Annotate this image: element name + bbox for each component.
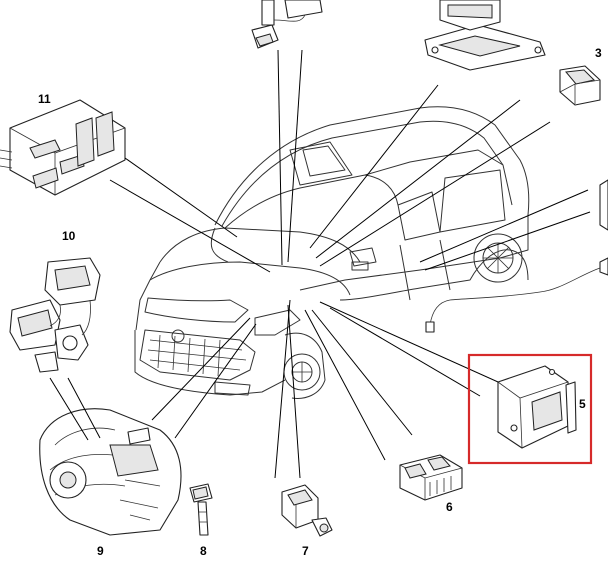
callout-9: 9 [97, 544, 104, 558]
vehicle-outline [134, 106, 530, 399]
part-8-speed-sensor [189, 483, 213, 536]
part-6-relay-block [399, 454, 463, 501]
callout-8: 8 [200, 544, 207, 558]
part-5-ecu [497, 365, 577, 449]
callout-3: 3 [595, 46, 602, 60]
part-7-pressure-switch [281, 484, 333, 537]
callout-11: 11 [38, 92, 51, 106]
leader-lines [49, 49, 591, 479]
part-3-switch [559, 65, 601, 106]
sensor-top-left-part [251, 0, 323, 49]
part-9-gearbox [39, 408, 182, 536]
callout-10: 10 [62, 229, 76, 243]
callout-5: 5 [579, 397, 586, 411]
callout-7: 7 [302, 544, 309, 558]
callout-6: 6 [446, 500, 453, 514]
module-top-center-part [424, 0, 546, 71]
part-10-actuator-assembly [9, 257, 101, 373]
highlight-box-part-5 [467, 353, 593, 465]
part-11-body-module [0, 99, 126, 196]
part-right-edge [425, 179, 608, 333]
